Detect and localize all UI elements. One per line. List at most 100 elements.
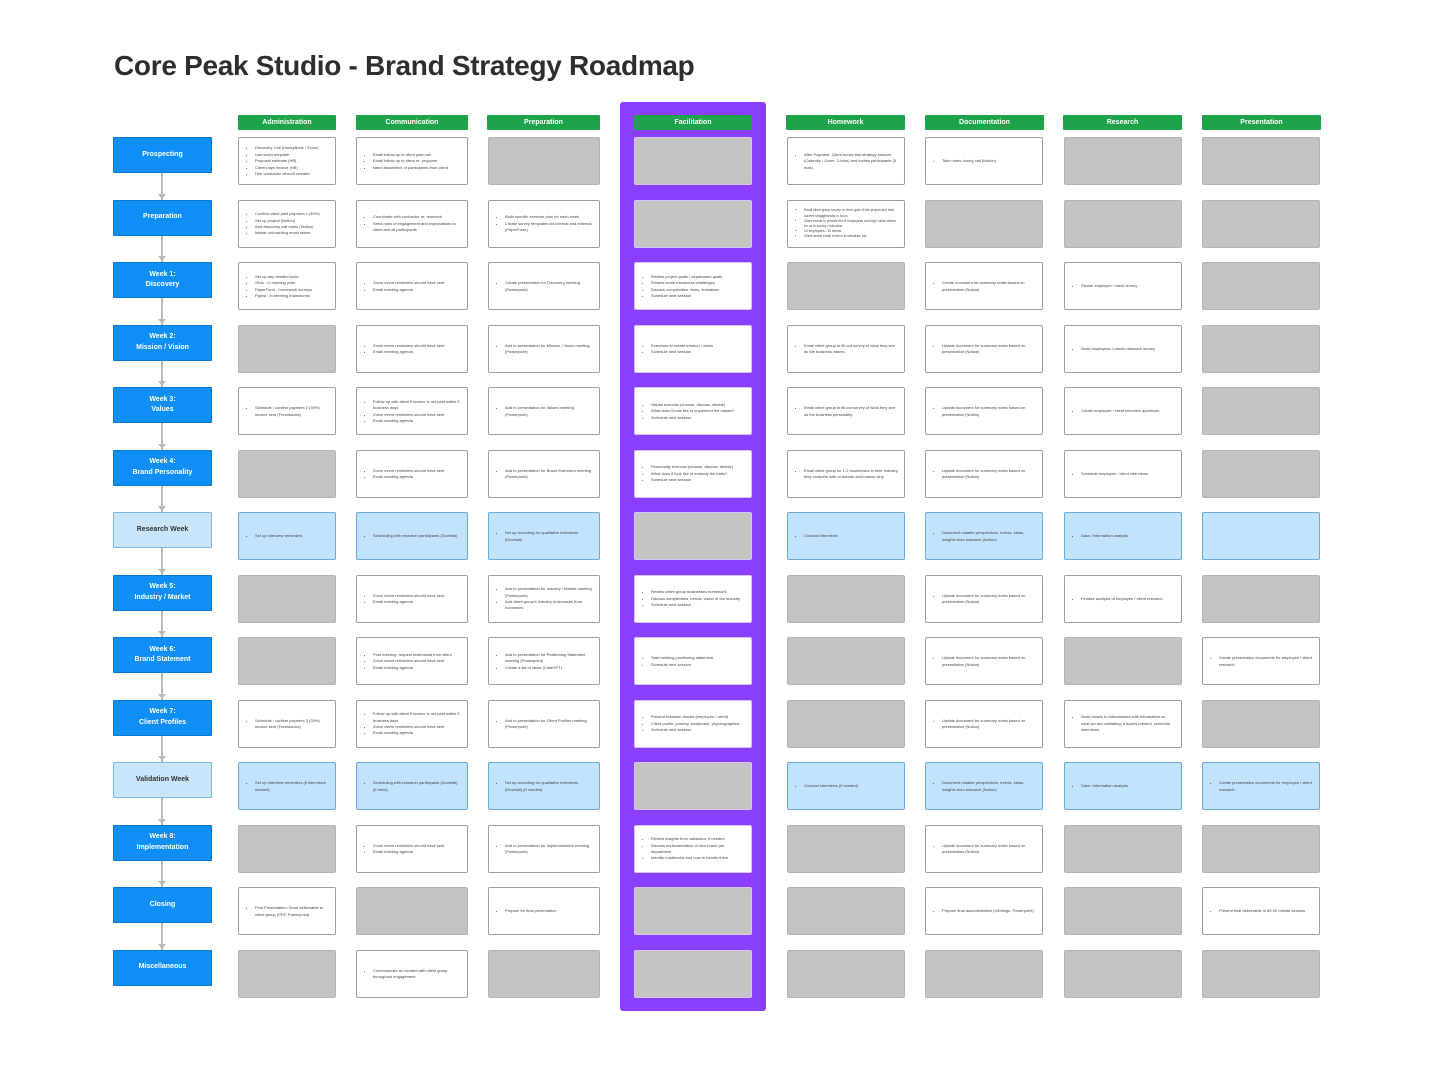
task-card-homework[interactable] [787,887,905,935]
task-card-preparation[interactable]: Add to presentation for Industry / Marke… [488,574,600,623]
task-card-preparation[interactable] [488,949,600,998]
phase-week-8-implementation[interactable]: Week 8:Implementation [113,824,212,861]
task-card-administration[interactable] [238,574,336,623]
task-card-documentation[interactable]: Prepare final documentation (InDesign, P… [925,887,1043,935]
task-card-administration[interactable]: Set up any needed tools:Slido - in meeti… [238,262,336,310]
task-card-documentation[interactable]: Document notable perspectives, trends, i… [925,512,1043,560]
task-card-administration[interactable]: Set up interview reminders [238,512,336,560]
task-card-facilitation[interactable] [634,762,752,810]
task-card-homework[interactable]: Email client group to fill out survey of… [787,324,905,373]
task-card-presentation[interactable]: Create presentation documents for employ… [1202,637,1320,685]
task-card-administration[interactable]: Discovery Call (HoneyBook / Zoom)Use scr… [238,137,336,185]
task-card-homework[interactable]: Conduct interviews (if needed) [787,762,905,810]
task-card-research[interactable] [1064,887,1182,935]
task-card-homework[interactable]: Email client group for 1-2 businesses in… [787,449,905,498]
task-card-documentation[interactable]: Update document for summary notes based … [925,324,1043,373]
task-card-facilitation[interactable] [634,887,752,935]
task-card-facilitation[interactable]: Present research results (employee / cli… [634,699,752,748]
task-card-administration[interactable] [238,637,336,685]
task-card-homework[interactable] [787,637,905,685]
task-card-communication[interactable] [356,887,468,935]
task-card-preparation[interactable]: Set up recording for qualitative intervi… [488,762,600,810]
task-card-presentation[interactable] [1202,699,1320,748]
phase-week-5-industry-market[interactable]: Week 5:Industry / Market [113,574,212,611]
task-card-presentation[interactable] [1202,449,1320,498]
task-card-communication[interactable]: Zoom event reminders should have sentEma… [356,824,468,873]
phase-week-4-brand-personality[interactable]: Week 4:Brand Personality [113,449,212,486]
task-card-research[interactable]: Finalize analysis of employee / client r… [1064,574,1182,623]
task-card-presentation[interactable] [1202,137,1320,185]
task-card-documentation[interactable]: Update document for summary notes based … [925,637,1043,685]
phase-week-7-client-profiles[interactable]: Week 7:Client Profiles [113,699,212,736]
phase-validation-week[interactable]: Validation Week [113,762,212,798]
task-card-research[interactable]: Data / information analysis [1064,512,1182,560]
task-card-administration[interactable] [238,949,336,998]
task-card-research[interactable] [1064,199,1182,248]
task-card-facilitation[interactable]: Review client group businesses homeworkD… [634,574,752,623]
task-card-research[interactable]: Revise employee / client survey [1064,262,1182,310]
task-card-homework[interactable] [787,262,905,310]
task-card-communication[interactable]: Follow up with client if invoice is not … [356,699,468,748]
task-card-facilitation[interactable] [634,137,752,185]
task-card-facilitation[interactable] [634,512,752,560]
task-card-communication[interactable]: Post meeting: request testimonial from c… [356,637,468,685]
task-card-communication[interactable]: Scheduling with research participants (D… [356,512,468,560]
task-card-research[interactable]: Send emails to interviewees with informa… [1064,699,1182,748]
task-card-presentation[interactable] [1202,387,1320,435]
task-card-documentation[interactable]: Update document for summary notes based … [925,824,1043,873]
task-card-administration[interactable] [238,324,336,373]
task-card-communication[interactable]: Zoom event reminders should have sentEma… [356,574,468,623]
task-card-research[interactable] [1064,824,1182,873]
task-card-homework[interactable] [787,699,905,748]
task-card-facilitation[interactable]: Exercises to create mission / visionSche… [634,324,752,373]
task-card-preparation[interactable]: Add to presentation for Positioning Stat… [488,637,600,685]
phase-prospecting[interactable]: Prospecting [113,137,212,173]
task-card-homework[interactable] [787,574,905,623]
task-card-presentation[interactable] [1202,324,1320,373]
task-card-research[interactable]: Data / information analysis [1064,762,1182,810]
task-card-presentation[interactable] [1202,262,1320,310]
phase-closing[interactable]: Closing [113,887,212,923]
task-card-research[interactable] [1064,637,1182,685]
task-card-preparation[interactable]: Add to presentation for Values meeting (… [488,387,600,435]
task-card-preparation[interactable]: Create presentation for Discovery meetin… [488,262,600,310]
task-card-facilitation[interactable]: Values exercise (choose, discuss, decide… [634,387,752,435]
task-card-facilitation[interactable]: Start building positioning statementSche… [634,637,752,685]
task-card-administration[interactable] [238,449,336,498]
task-card-homework[interactable] [787,949,905,998]
task-card-communication[interactable]: Coordinate with contractor re: researchS… [356,199,468,248]
task-card-communication[interactable]: Communicate as needed with client group … [356,949,468,998]
task-card-research[interactable] [1064,949,1182,998]
task-card-documentation[interactable]: Update document for summary notes based … [925,699,1043,748]
task-card-communication[interactable]: Scheduling with research participants (D… [356,762,468,810]
task-card-documentation[interactable] [925,949,1043,998]
task-card-facilitation[interactable]: Review project goals / department goalsR… [634,262,752,310]
task-card-communication[interactable]: Email follow up to client past callEmail… [356,137,468,185]
task-card-homework[interactable]: Email client group survey re: their goal… [787,199,905,248]
task-card-preparation[interactable]: Set up recording for qualitative intervi… [488,512,600,560]
task-card-preparation[interactable]: Add to presentation for Brand Exercises … [488,449,600,498]
task-card-administration[interactable]: Schedule / confirm payment 3 (30%) invoi… [238,699,336,748]
task-card-research[interactable]: Send employees / clients research survey [1064,324,1182,373]
task-card-research[interactable] [1064,137,1182,185]
task-card-communication[interactable]: Follow up with client if invoice is not … [356,387,468,435]
task-card-documentation[interactable]: Create document for summary notes based … [925,262,1043,310]
task-card-documentation[interactable]: Document notable perspectives, trends, i… [925,762,1043,810]
task-card-presentation[interactable] [1202,824,1320,873]
task-card-presentation[interactable]: Present final deliverable in 60-90 minut… [1202,887,1320,935]
task-card-documentation[interactable]: Update document for summary notes based … [925,387,1043,435]
task-card-administration[interactable]: Confirm client paid payment 1 (40%)Set u… [238,199,336,248]
task-card-presentation[interactable] [1202,199,1320,248]
phase-week-1-discovery[interactable]: Week 1:Discovery [113,262,212,298]
task-card-presentation[interactable] [1202,949,1320,998]
phase-week-3-values[interactable]: Week 3:Values [113,387,212,423]
task-card-documentation[interactable]: Update document for summary notes based … [925,449,1043,498]
task-card-facilitation[interactable] [634,199,752,248]
task-card-preparation[interactable]: Add to presentation for Client Profiles … [488,699,600,748]
task-card-preparation[interactable]: Add to presentation for Implementation m… [488,824,600,873]
phase-week-2-mission-vision[interactable]: Week 2:Mission / Vision [113,324,212,361]
phase-research-week[interactable]: Research Week [113,512,212,548]
task-card-presentation[interactable] [1202,574,1320,623]
phase-week-6-brand-statement[interactable]: Week 6:Brand Statement [113,637,212,673]
task-card-presentation[interactable]: Create presentation documents for employ… [1202,762,1320,810]
